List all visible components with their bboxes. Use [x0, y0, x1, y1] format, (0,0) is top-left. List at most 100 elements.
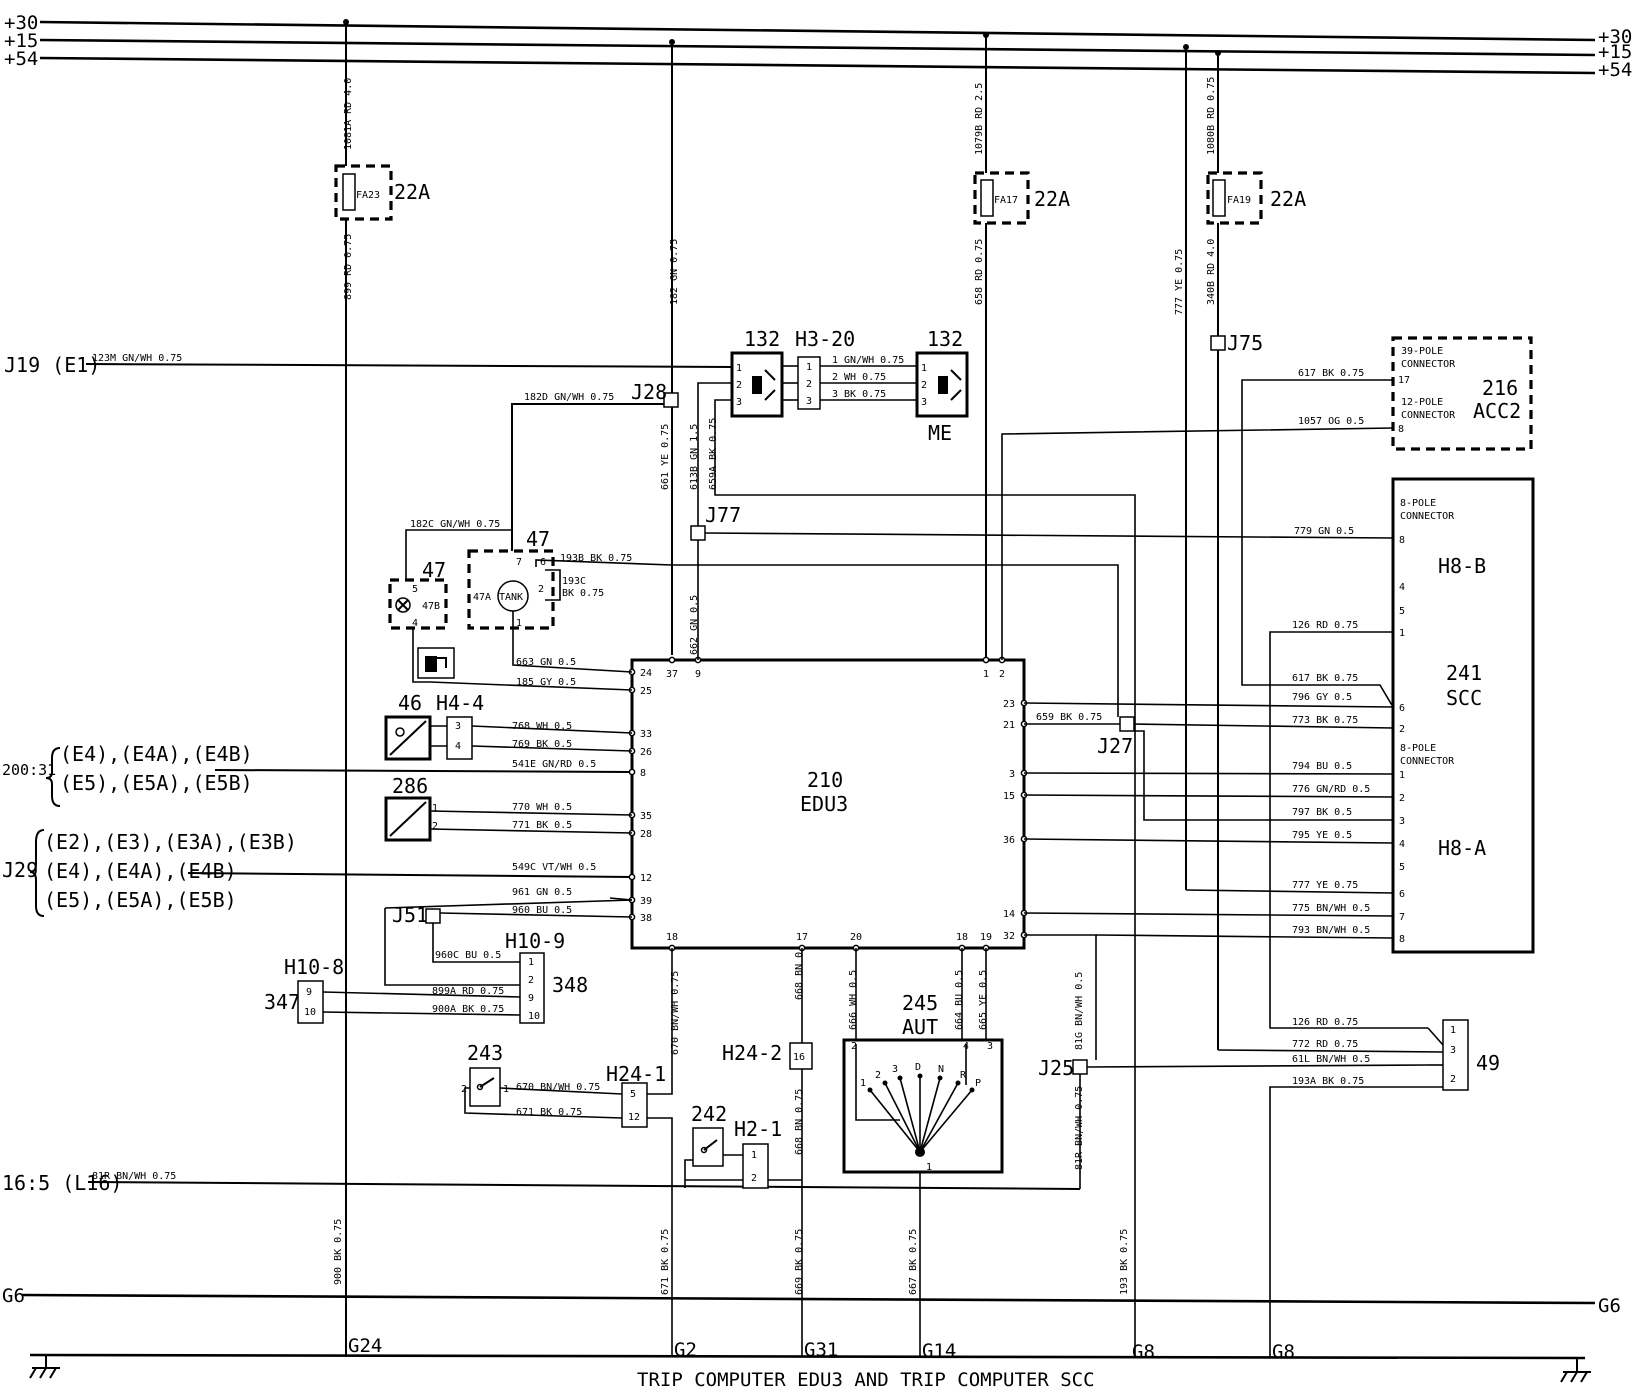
svg-text:668 BN 0.75: 668 BN 0.75 [794, 1089, 805, 1155]
svg-text:H10-9: H10-9 [505, 929, 565, 953]
svg-text:37: 37 [666, 669, 678, 680]
svg-text:772 RD 0.75: 772 RD 0.75 [1292, 1039, 1358, 1050]
chassis-ground-icon [29, 1356, 60, 1379]
connector-h2-1: H2-1 1 2 [685, 1117, 802, 1189]
svg-text:(E5),(E5A),(E5B): (E5),(E5A),(E5B) [60, 771, 253, 795]
svg-text:776 GN/RD 0.5: 776 GN/RD 0.5 [1292, 784, 1370, 795]
svg-text:16: 16 [793, 1052, 805, 1063]
svg-text:2: 2 [751, 1173, 757, 1184]
svg-text:2: 2 [1399, 724, 1405, 735]
svg-text:8-POLE: 8-POLE [1400, 743, 1436, 754]
tank-sender-47: 47 TANK 47A 7 6 2 1 193B BK 0.75 193C BK… [412, 527, 673, 691]
svg-text:347: 347 [264, 990, 300, 1014]
svg-text:N: N [938, 1064, 944, 1075]
svg-text:617 BK 0.75: 617 BK 0.75 [1298, 368, 1364, 379]
svg-text:960C BU 0.5: 960C BU 0.5 [435, 950, 501, 961]
svg-text:H4-4: H4-4 [436, 691, 484, 715]
svg-text:7: 7 [1399, 912, 1405, 923]
svg-text:17: 17 [1398, 375, 1410, 386]
svg-text:193B BK 0.75: 193B BK 0.75 [560, 553, 632, 564]
svg-text:8: 8 [1399, 535, 1405, 546]
ref-j19: J19 (E1) [4, 353, 100, 377]
svg-text:H8-B: H8-B [1438, 554, 1486, 578]
svg-text:658 RD 0.75: 658 RD 0.75 [974, 239, 985, 305]
svg-text:1: 1 [516, 618, 522, 629]
svg-text:7: 7 [516, 557, 522, 568]
component-scc-241: 8-POLE CONNECTOR H8-B 241 SCC 8-POLE CON… [1391, 477, 1535, 954]
component-132-left: 132 1 2 3 [730, 327, 784, 418]
wires-132-down [697, 382, 1136, 1357]
svg-text:FA23: FA23 [356, 190, 380, 201]
svg-text:AUT: AUT [902, 1015, 938, 1039]
svg-text:2: 2 [1450, 1074, 1456, 1085]
junction-j27: J27 659 BK 0.75 1057 OG 0.5 [672, 416, 1394, 821]
svg-text:1081A RD 4.0: 1081A RD 4.0 [343, 78, 354, 150]
svg-text:1 GN/WH 0.75: 1 GN/WH 0.75 [832, 355, 904, 366]
svg-text:3: 3 [892, 1064, 898, 1075]
svg-text:2: 2 [806, 379, 812, 390]
svg-text:ME: ME [928, 421, 952, 445]
svg-text:25: 25 [640, 686, 652, 697]
svg-text:ACC2: ACC2 [1473, 399, 1521, 423]
svg-text:CONNECTOR: CONNECTOR [1400, 756, 1455, 767]
svg-text:663 GN 0.5: 663 GN 0.5 [516, 657, 576, 668]
svg-text:2: 2 [921, 380, 927, 391]
svg-text:(E2),(E3),(E3A),(E3B): (E2),(E3),(E3A),(E3B) [44, 830, 297, 854]
svg-text:1079B RD 2.5: 1079B RD 2.5 [974, 83, 985, 155]
svg-text:D: D [915, 1062, 921, 1073]
svg-text:1: 1 [806, 362, 812, 373]
edu3-to-scc-wires: 796 GY 0.5 773 BK 0.75 794 BU 0.5 776 GN… [1023, 368, 1428, 1029]
svg-text:241: 241 [1446, 661, 1482, 685]
svg-text:47A: 47A [473, 592, 491, 603]
svg-text:4: 4 [455, 741, 461, 752]
svg-text:8: 8 [640, 768, 646, 779]
fuel-lamp-47b: 47 182C GN/WH 0.75 5 4 47B [388, 519, 512, 679]
svg-text:777 YE 0.75: 777 YE 0.75 [1174, 249, 1185, 315]
svg-text:P: P [975, 1078, 981, 1089]
ref-j29: J29 [2, 858, 38, 882]
ground-label: G8 [1272, 1341, 1295, 1363]
svg-text:2: 2 [999, 669, 1005, 680]
svg-text:24: 24 [640, 668, 652, 679]
edu3-top-pins: 37 9 1 2 [666, 656, 1006, 680]
svg-text:SCC: SCC [1446, 686, 1482, 710]
component-acc2-216: 39-POLE CONNECTOR 12-POLE CONNECTOR 17 8… [1391, 336, 1533, 451]
svg-text:H3-20: H3-20 [795, 327, 855, 351]
svg-text:245: 245 [902, 991, 938, 1015]
fuse-fa23: FA23 22A [334, 164, 430, 221]
svg-text:1: 1 [503, 1084, 509, 1095]
connector-h10-8: H10-8 347 9 10 899A RD 0.75 900A BK 0.75 [264, 955, 521, 1024]
svg-text:14: 14 [1003, 909, 1015, 920]
svg-text:23: 23 [1003, 699, 1015, 710]
svg-text:1057 OG 0.5: 1057 OG 0.5 [1298, 416, 1364, 427]
svg-text:961 GN 0.5: 961 GN 0.5 [512, 887, 572, 898]
scc-h8a-pins: 1 2 3 4 5 6 7 8 [1399, 770, 1405, 945]
svg-text:1: 1 [926, 1162, 932, 1173]
svg-text:185 GY 0.5: 185 GY 0.5 [516, 677, 576, 688]
rail-label-p30-left: +30 [4, 12, 38, 34]
gear-fan: 1 2 3 D N R P [860, 1062, 981, 1157]
svg-text:5: 5 [412, 584, 418, 595]
edu3-unit: 210 EDU3 24 25 33 26 8 35 28 12 39 38 37… [628, 656, 1028, 952]
svg-text:348: 348 [552, 973, 588, 997]
svg-text:J75: J75 [1227, 331, 1263, 355]
svg-text:1: 1 [1399, 770, 1405, 781]
svg-text:900 BK 0.75: 900 BK 0.75 [333, 1219, 344, 1285]
rail-label-g6-right: G6 [1598, 1295, 1621, 1317]
svg-text:193C: 193C [562, 576, 586, 587]
ref-200: 200:31 [2, 761, 56, 779]
svg-text:18: 18 [666, 932, 678, 943]
scc-h8b-pins: 8 4 5 1 6 2 [1399, 535, 1405, 735]
svg-text:775 BN/WH 0.5: 775 BN/WH 0.5 [1292, 903, 1370, 914]
svg-text:1: 1 [751, 1150, 757, 1161]
svg-text:47: 47 [526, 527, 550, 551]
svg-text:1: 1 [1399, 628, 1405, 639]
svg-text:779 GN 0.5: 779 GN 0.5 [1294, 526, 1354, 537]
svg-text:12-POLE: 12-POLE [1401, 397, 1443, 408]
svg-text:1: 1 [1450, 1025, 1456, 1036]
rail-label-p15-left: +15 [4, 30, 38, 52]
ground-label: G14 [922, 1340, 956, 1362]
svg-text:49: 49 [1476, 1051, 1500, 1075]
svg-text:900A BK 0.75: 900A BK 0.75 [432, 1004, 504, 1015]
svg-text:FA17: FA17 [994, 195, 1018, 206]
